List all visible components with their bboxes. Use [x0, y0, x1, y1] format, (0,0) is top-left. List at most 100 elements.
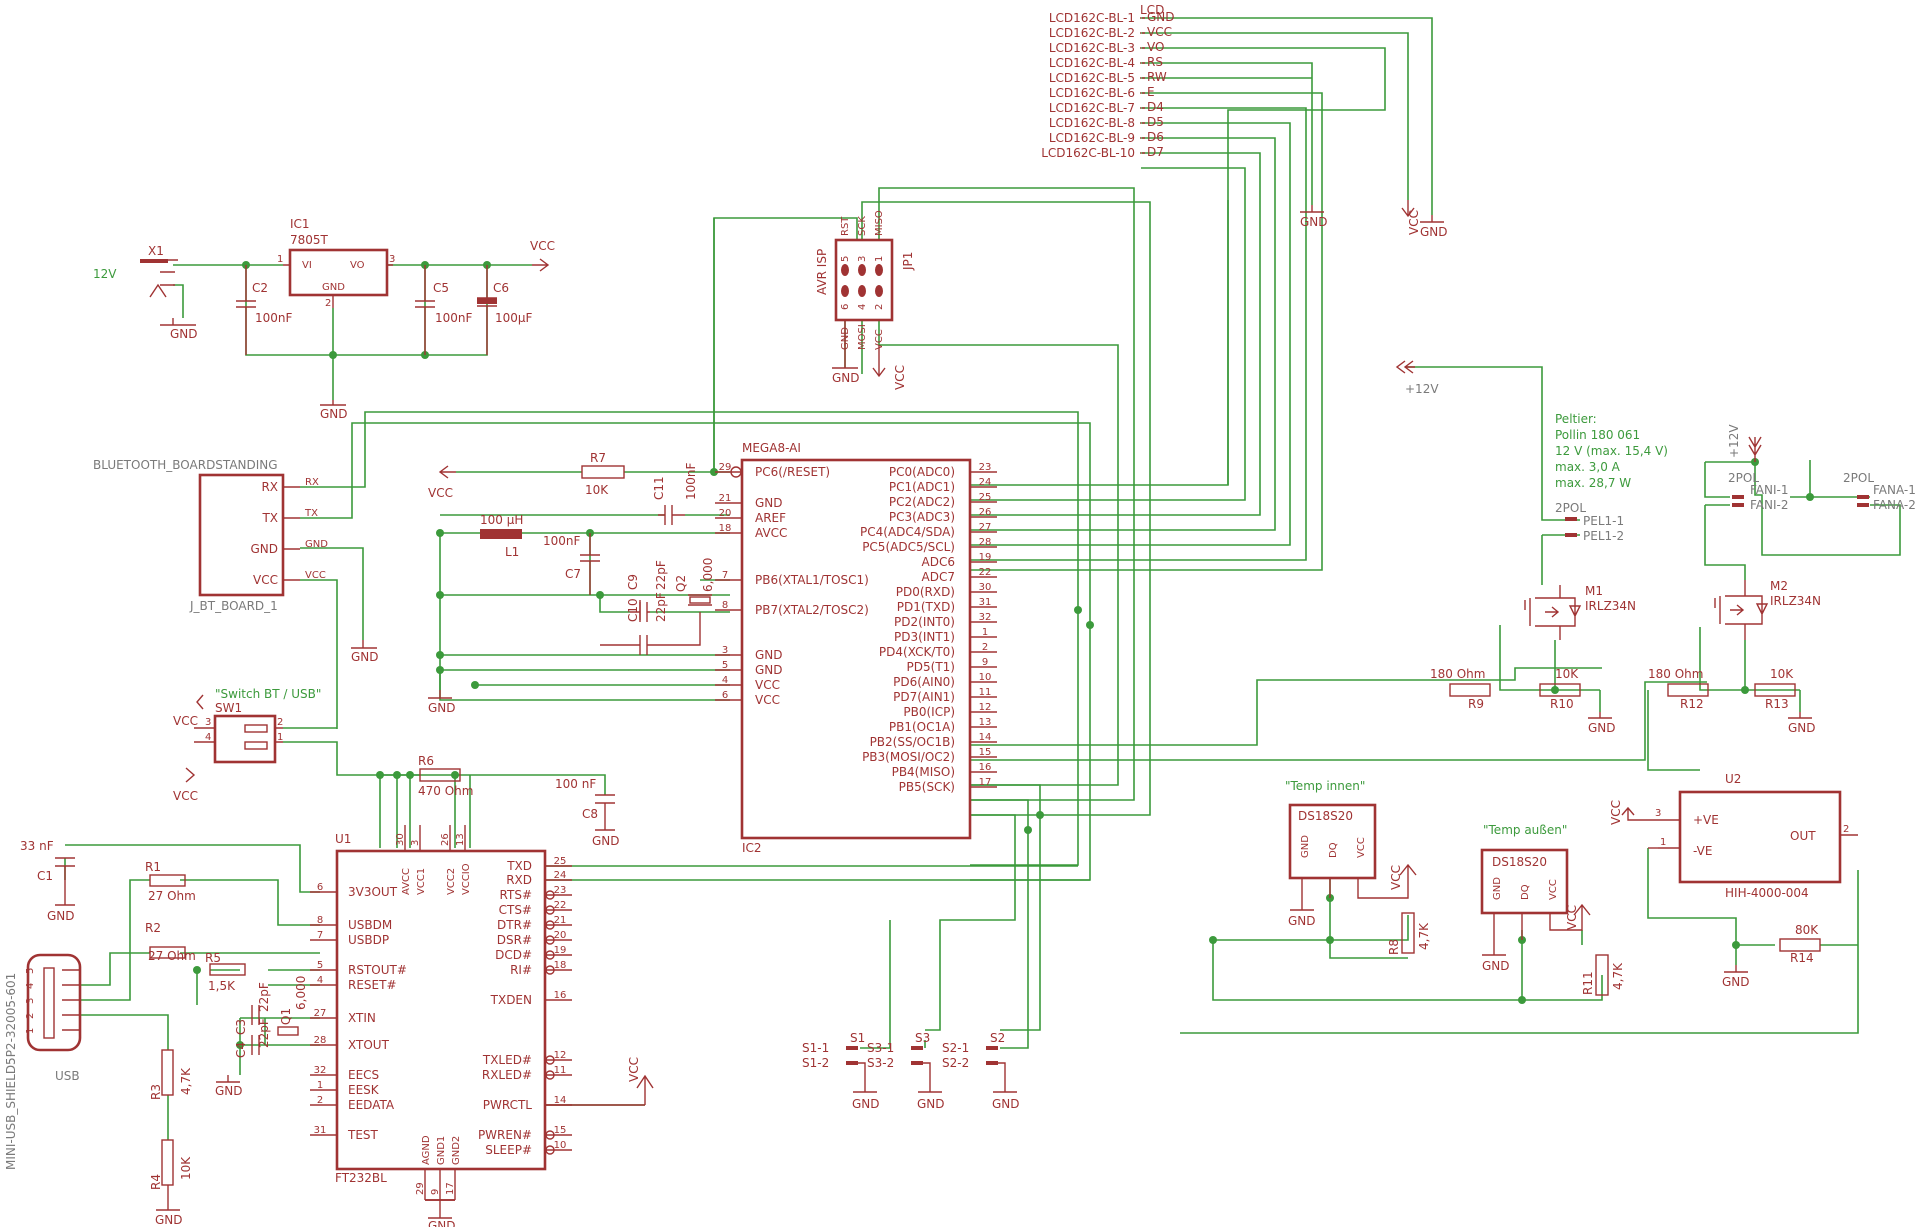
- hih-pin2: 2: [1843, 824, 1849, 835]
- button-contact[interactable]: [846, 1046, 858, 1050]
- lcd-vo-gnd-label: GND: [1300, 215, 1328, 229]
- fan-driver: +12V 2POL FANI-1 FANI-2 2POL FANA-1 FANA…: [1648, 424, 1916, 735]
- isp-top-signal: SCK: [857, 216, 868, 236]
- mcu-right-pin-number: 13: [979, 717, 992, 728]
- mcu-right-pin-label: PC5(ADC5/SCL): [862, 540, 955, 554]
- r7-ref: R7: [590, 451, 606, 465]
- mcu-left-pin-label: GND: [755, 663, 783, 677]
- x1-connector: [140, 259, 168, 263]
- ftdi-bottom-pin-number: 9: [430, 1189, 441, 1195]
- switch-ref: SW1: [215, 701, 242, 715]
- mcu-right-pin-label: PD5(T1): [907, 660, 955, 674]
- fan-2pol-1: 2POL: [1728, 471, 1759, 485]
- ftdi-left-pin-label: EECS: [348, 1068, 379, 1082]
- bt-ref: J_BT_BOARD_1: [189, 599, 278, 613]
- lcd-net-label: LCD162C-BL-6: [1049, 86, 1135, 100]
- mcu-left-pin-number: 8: [722, 600, 728, 611]
- ic1-vi-label: VI: [302, 260, 312, 271]
- ftdi-right-pin-number: 21: [554, 915, 567, 926]
- ftdi-right-pin-label: RTS#: [500, 888, 532, 902]
- ftdi-name: FT232BL: [335, 1171, 387, 1185]
- mcu-right-pin-number: 31: [979, 597, 992, 608]
- button-pin-1: S1-1: [802, 1041, 829, 1055]
- mcu-right-pin-number: 28: [979, 537, 992, 548]
- lcd-vcc-label: VCC: [1407, 210, 1421, 235]
- usb-pin-number: 3: [25, 998, 36, 1004]
- button-contact[interactable]: [911, 1061, 923, 1065]
- ds18s20-inner-name: DS18S20: [1298, 809, 1353, 823]
- ftdi-right-pin-number: 15: [554, 1125, 567, 1136]
- ds18s20-outer-vcc-label: VCC: [1565, 905, 1579, 930]
- bt-board: [198, 473, 285, 597]
- isp-bottom-number: 2: [874, 304, 885, 310]
- lcd-net-label: LCD162C-BL-3: [1049, 41, 1135, 55]
- usb-label: USB: [55, 1069, 80, 1083]
- isp-pin-top: [875, 264, 883, 276]
- ftdi-top-pin-number: 26: [440, 833, 451, 846]
- r9-ref: R9: [1468, 697, 1484, 711]
- peltier-note-line: max. 28,7 W: [1555, 476, 1631, 490]
- x1-ref: X1: [148, 244, 164, 258]
- r10-value: 10K: [1555, 667, 1579, 681]
- ftdi-right-pin-number: 22: [554, 900, 567, 911]
- ftdi-top-pin-number: 13: [455, 833, 466, 846]
- hih4000-sensor: [1678, 790, 1842, 884]
- ic1-type: 7805T: [290, 233, 329, 247]
- ftdi-right-pin-number: 14: [554, 1095, 567, 1106]
- button-pin-1: S3-1: [867, 1041, 894, 1055]
- r7-resistor: [581, 465, 625, 479]
- r6-resistor: [419, 768, 461, 782]
- mcu-left-pin-number: 4: [722, 675, 728, 686]
- r4-ref: R4: [149, 1174, 163, 1190]
- r6-value: 470 Ohm: [418, 784, 473, 798]
- r11-ref: R11: [1581, 971, 1595, 995]
- r13-resistor: [1754, 683, 1796, 697]
- lcd-net-label: LCD162C-BL-10: [1041, 146, 1135, 160]
- ds18s20-outer: [1480, 848, 1569, 915]
- mcu-body: [740, 458, 972, 840]
- button-pin-2: S1-2: [802, 1056, 829, 1070]
- button-contact[interactable]: [911, 1046, 923, 1050]
- r12-ref: R12: [1680, 697, 1704, 711]
- mcu-right-pin-label: PB0(ICP): [903, 705, 955, 719]
- mcu-right-pin-number: 12: [979, 702, 992, 713]
- peltier-pin1: PEL1-1: [1583, 514, 1624, 528]
- mcu-right-pins: 23PC0(ADC0)24PC1(ADC1)25PC2(ADC2)26PC3(A…: [860, 462, 997, 794]
- lcd-pin-label: D7: [1147, 145, 1164, 159]
- button-contact[interactable]: [986, 1046, 998, 1050]
- c1-ref: C1: [37, 869, 53, 883]
- mcu-right-pin-number: 10: [979, 672, 992, 683]
- temp-outer-title: "Temp außen": [1483, 823, 1567, 837]
- r11-resistor: [1595, 954, 1609, 996]
- ic1-pin2: 2: [325, 298, 331, 309]
- ftdi-right-pin-number: 24: [554, 870, 567, 881]
- temperature-sensors: "Temp innen" DS18S20 GND DQ VCC GND VCC …: [1285, 772, 1858, 996]
- ftdi-right-pin-label: RXLED#: [482, 1068, 532, 1082]
- button-pin-2: S3-2: [867, 1056, 894, 1070]
- ic1-vo-label: VO: [350, 260, 365, 271]
- ic1-gnd-label: GND: [322, 282, 345, 293]
- mcu-left-pin-label: PB7(XTAL2/TOSC2): [755, 603, 869, 617]
- button-contact[interactable]: [846, 1061, 858, 1065]
- c8-gnd-label: GND: [592, 834, 620, 848]
- ftdi-left-pin-number: 31: [314, 1125, 327, 1136]
- r1-ref: R1: [145, 860, 161, 874]
- button-contact[interactable]: [986, 1061, 998, 1065]
- mcu-left-pin-label: AREF: [755, 511, 786, 525]
- ftdi-top-pin-number: 30: [395, 833, 406, 846]
- ftdi-left-pin-label: USBDM: [348, 918, 392, 932]
- bt-usb-switch: "Switch BT / USB" SW1 2 1 3 4 VCC VCC: [173, 687, 321, 803]
- r14-gnd-label: GND: [1722, 975, 1750, 989]
- r3-value: 4,7K: [179, 1067, 193, 1095]
- isp-bottom-number: 4: [857, 304, 868, 310]
- ftdi-right-pin-number: 12: [554, 1050, 567, 1061]
- c10-value: 22pF: [654, 592, 668, 622]
- hih-out: OUT: [1790, 829, 1816, 843]
